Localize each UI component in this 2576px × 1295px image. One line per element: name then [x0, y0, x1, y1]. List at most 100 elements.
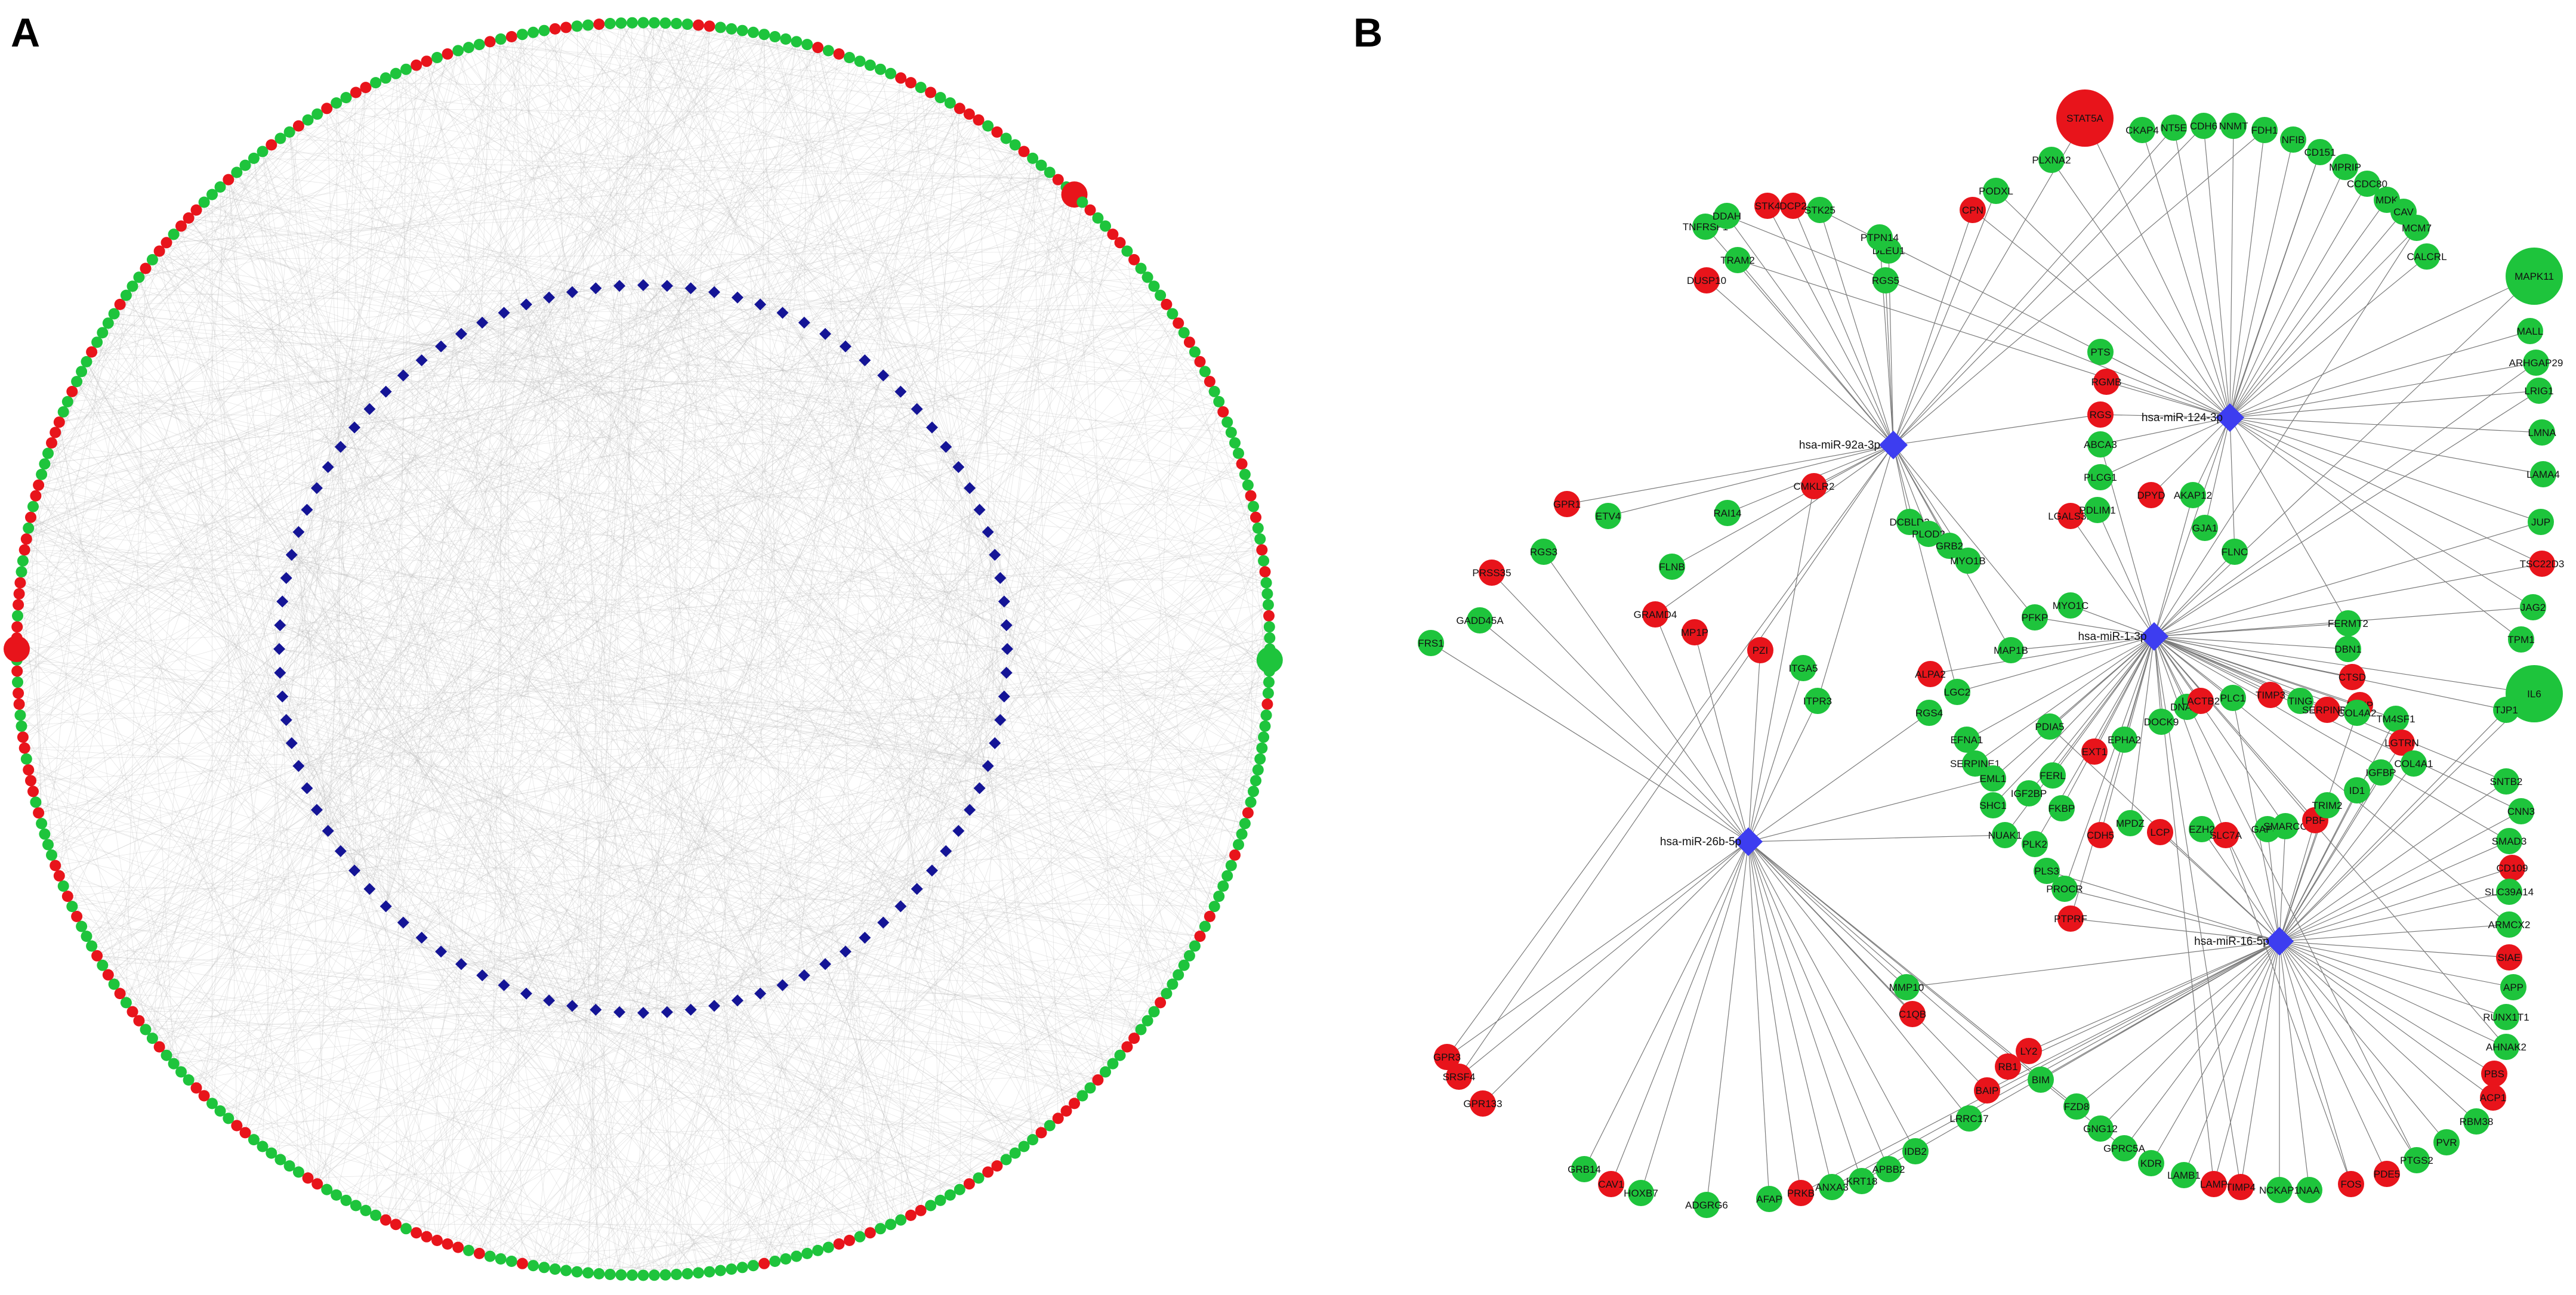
- panel-a-edge: [159, 251, 462, 965]
- panel-a-edge: [1235, 604, 1269, 855]
- panel-a-gene-node: [50, 860, 61, 871]
- panel-a-edge: [576, 1253, 807, 1272]
- panel-a-gene-node: [1263, 665, 1275, 677]
- panel-b-edge: [1748, 835, 2006, 842]
- gene-node-label: EXT1: [2082, 746, 2108, 758]
- panel-a-edge: [764, 34, 970, 489]
- panel-a-edge: [189, 218, 596, 289]
- panel-a-gene-node: [963, 108, 975, 120]
- panel-a-edge: [978, 120, 995, 743]
- panel-a-mirna-node: [731, 994, 744, 1007]
- panel-a-edge: [643, 26, 710, 286]
- gene-node-label: PDLIM1: [2079, 505, 2115, 516]
- panel-a-edge: [665, 1000, 738, 1275]
- panel-a-edge: [720, 27, 1264, 738]
- panel-a-gene-node: [42, 839, 54, 851]
- panel-a-edge: [1000, 719, 1260, 759]
- gene-node: [2189, 816, 2215, 842]
- panel-a-gene-node: [1178, 959, 1190, 971]
- panel-a-gene-node: [1213, 891, 1225, 903]
- gene-node-label: ITPR3: [1803, 696, 1832, 707]
- gene-node-label: FZD8: [2064, 1101, 2090, 1112]
- gene-node: [1899, 1001, 1926, 1027]
- panel-a-gene-node: [516, 29, 528, 41]
- panel-a-edge: [817, 47, 980, 789]
- panel-a-edge: [1006, 625, 1195, 947]
- panel-b-edge: [1748, 841, 1916, 1152]
- panel-a-edge: [41, 158, 254, 824]
- gene-node: [2493, 697, 2519, 723]
- panel-a-gene-node: [1092, 1074, 1104, 1086]
- panel-a-gene-node: [400, 63, 412, 75]
- panel-a-edge: [23, 292, 715, 738]
- panel-a-gene-node: [1044, 166, 1056, 178]
- gene-node-label: KRT18: [1846, 1176, 1878, 1187]
- panel-a-gene-node: [925, 1200, 937, 1211]
- panel-a-edge: [28, 769, 783, 985]
- panel-a-edge: [18, 202, 1083, 594]
- panel-a-edge: [403, 22, 633, 376]
- panel-a-gene-node: [311, 108, 323, 120]
- panel-a-edge: [316, 487, 901, 1220]
- panel-a-gene-node: [982, 1166, 994, 1178]
- panel-a-gene-node: [473, 39, 485, 51]
- panel-a-edge: [173, 297, 550, 1064]
- gene-node-label: ETV4: [1596, 511, 1621, 522]
- panel-a-edge: [196, 209, 865, 361]
- panel-a-edge: [328, 26, 710, 468]
- panel-a-edge: [690, 506, 1254, 1010]
- panel-a-edge: [526, 108, 960, 994]
- panel-a-edge: [796, 41, 970, 489]
- panel-a-edge: [152, 97, 941, 1039]
- panel-a-gene-node: [885, 67, 897, 79]
- panel-a-edge: [654, 22, 881, 70]
- panel-a-edge: [576, 531, 988, 1272]
- panel-a-edge: [196, 209, 1091, 1089]
- panel-b-edge: [2151, 941, 2280, 1164]
- panel-a-edge: [807, 44, 917, 889]
- panel-b-edge: [1893, 414, 2101, 446]
- panel-a-edge: [690, 218, 1099, 1010]
- gene-node-label: CAV1: [1598, 1179, 1624, 1190]
- panel-a-edge: [228, 179, 783, 985]
- gene-node: [2499, 855, 2525, 881]
- panel-a-edge: [619, 34, 764, 1012]
- panel-b-edge: [2229, 417, 2541, 523]
- gene-node-label: EZH2: [2189, 824, 2214, 835]
- panel-a-edge: [38, 304, 1167, 486]
- panel-a-edge: [86, 361, 281, 1160]
- panel-a-edge: [28, 769, 462, 965]
- panel-a-edge: [385, 906, 677, 1275]
- gene-node-label: DDAH: [1713, 211, 1741, 222]
- panel-a-edge: [24, 747, 1099, 1080]
- panel-a-edge: [58, 295, 127, 876]
- panel-a-edge: [421, 937, 941, 1201]
- panel-a-edge: [548, 361, 1201, 1001]
- panel-a-edge: [132, 509, 307, 1012]
- panel-a-edge: [461, 41, 490, 334]
- panel-a-mirna-node: [498, 979, 510, 991]
- panel-a-gene-node: [944, 97, 956, 109]
- panel-a-edge: [328, 648, 1270, 832]
- panel-a-edge: [859, 851, 946, 1237]
- panel-a-edge: [48, 297, 550, 454]
- panel-a-edge: [126, 509, 307, 1003]
- panel-b-edge: [2279, 781, 2507, 942]
- panel-a-edge: [51, 391, 901, 855]
- panel-a-gene-node: [190, 1082, 202, 1094]
- panel-a-edge: [667, 151, 1025, 286]
- panel-a-gene-node: [66, 385, 78, 397]
- panel-b-edge: [2154, 636, 2353, 678]
- gene-node: [1819, 1174, 1845, 1200]
- panel-a-edge: [396, 1006, 573, 1225]
- panel-a-mirna-node: [543, 291, 556, 304]
- panel-a-edge: [760, 769, 1258, 994]
- panel-a-mirna-node: [292, 760, 305, 772]
- panel-b-edge: [1737, 259, 2231, 418]
- gene-node: [1992, 822, 2018, 848]
- gene-node-label: LAMA4: [2526, 469, 2560, 480]
- panel-a-edge: [72, 906, 578, 1272]
- panel-a-gene-node: [292, 1166, 304, 1178]
- panel-b-edge: [2229, 417, 2534, 608]
- panel-a-edge: [406, 495, 1251, 1229]
